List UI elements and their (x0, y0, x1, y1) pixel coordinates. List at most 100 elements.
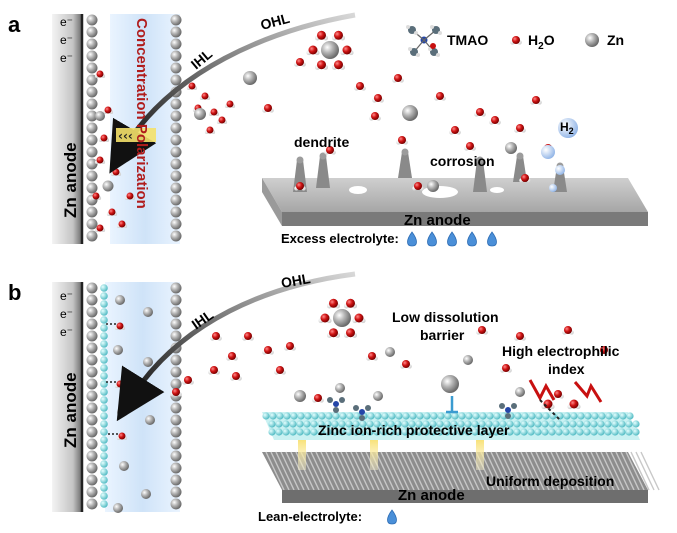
zn-atom (170, 26, 182, 38)
zn-atom (170, 426, 182, 438)
deposition-stripe (525, 451, 545, 491)
electrolyte-band-b (105, 282, 180, 512)
uniform-deposition-stripes (265, 451, 660, 491)
cyan-atom (619, 412, 627, 420)
oxygen-atom (564, 326, 572, 334)
oxygen-atom (226, 100, 234, 108)
zn-atom (143, 357, 153, 367)
cyan-atom (310, 420, 318, 428)
deposition-stripe (335, 451, 355, 491)
cyan-atom (401, 420, 409, 428)
cyan-atom (296, 420, 304, 428)
panel-b (52, 271, 660, 525)
cyan-atom (527, 428, 535, 436)
cyan-atom (346, 412, 354, 420)
cyan-atom (303, 428, 311, 436)
cyan-atom (352, 420, 360, 428)
zn-atom (86, 206, 98, 218)
water-molecule (242, 332, 254, 341)
deposition-stripe (580, 451, 600, 491)
zn-atom (86, 86, 98, 98)
water-molecule (98, 134, 110, 143)
water-molecule (354, 82, 366, 91)
water-molecule (226, 352, 238, 361)
oxygen-atom (600, 346, 608, 354)
tmao-icon (327, 397, 345, 413)
deposition-stripe (320, 451, 340, 491)
oxygen-atom (96, 224, 104, 232)
zn-atom (86, 294, 98, 306)
zn-atom (170, 294, 182, 306)
cyan-atom (100, 388, 108, 396)
cyan-atom (100, 356, 108, 364)
zn-atom (117, 407, 127, 417)
deposition-stripe (375, 451, 395, 491)
oxygen-atom (554, 390, 562, 398)
zn-atom (86, 98, 98, 110)
cyan-atom (100, 436, 108, 444)
cyan-atom (325, 412, 333, 420)
cyan-atom (513, 428, 521, 436)
water-molecule (216, 116, 228, 125)
zn-atom (294, 390, 306, 402)
deposition-stripe (540, 451, 560, 491)
uniform-deposition-label: Uniform deposition (486, 473, 614, 489)
electrophilic-label-2: index (548, 361, 585, 377)
zn-atom (143, 307, 153, 317)
deposition-stripe (595, 451, 615, 491)
zn-atom (170, 98, 182, 110)
cyan-atom (444, 412, 452, 420)
cyan-atom (381, 412, 389, 420)
oxygen-atom (329, 298, 338, 308)
water-molecule (306, 45, 320, 56)
oxygen-atom (346, 298, 355, 308)
water-molecule (412, 182, 424, 191)
cyan-atom (590, 428, 598, 436)
ohl-label-b: OHL (280, 270, 312, 291)
oxygen-atom (126, 192, 134, 200)
cyan-atom (576, 420, 584, 428)
ihl-ohl-arrow-a (109, 12, 356, 174)
cyan-atom (353, 412, 361, 420)
oxygen-atom (116, 322, 124, 330)
deposition-stripe (290, 451, 310, 491)
cyan-atom (548, 420, 556, 428)
zn-atom (86, 38, 98, 50)
water-molecule (114, 322, 126, 331)
cyan-atom (408, 428, 416, 436)
cyan-atom (100, 468, 108, 476)
water-molecule (204, 126, 216, 135)
cyan-atom (590, 420, 598, 428)
oxygen-atom (354, 313, 364, 323)
deposition-stripe (310, 451, 330, 491)
cyan-atom (569, 428, 577, 436)
zn-atom (170, 194, 182, 206)
dendrite-tip (401, 148, 409, 156)
water-molecule (208, 366, 220, 375)
dendrites (293, 148, 567, 192)
deposition-stripe (470, 451, 490, 491)
deposition-stripe (360, 451, 380, 491)
cyan-atom (611, 420, 619, 428)
zn-atom (170, 230, 182, 242)
zn-anode-plate-label-b: Zn anode (398, 487, 465, 504)
cyan-atom (611, 428, 619, 436)
zn-atom (321, 41, 339, 59)
oxygen-atom (569, 399, 579, 409)
zn-atom (427, 180, 439, 192)
cyan-atom (583, 420, 591, 428)
water-molecule (567, 399, 581, 410)
cyan-atom (626, 412, 634, 420)
cyan-atom (597, 420, 605, 428)
zn-atom-column-b (86, 282, 98, 510)
deposition-stripe (635, 451, 655, 491)
cyan-atom (276, 412, 284, 420)
zn-atom (145, 415, 155, 425)
cyan-atom (471, 420, 479, 428)
water-molecule (340, 45, 354, 56)
cyan-atom (394, 428, 402, 436)
deposition-stripe (505, 451, 525, 491)
oxygen-atom (96, 70, 104, 78)
cyan-atom (485, 428, 493, 436)
